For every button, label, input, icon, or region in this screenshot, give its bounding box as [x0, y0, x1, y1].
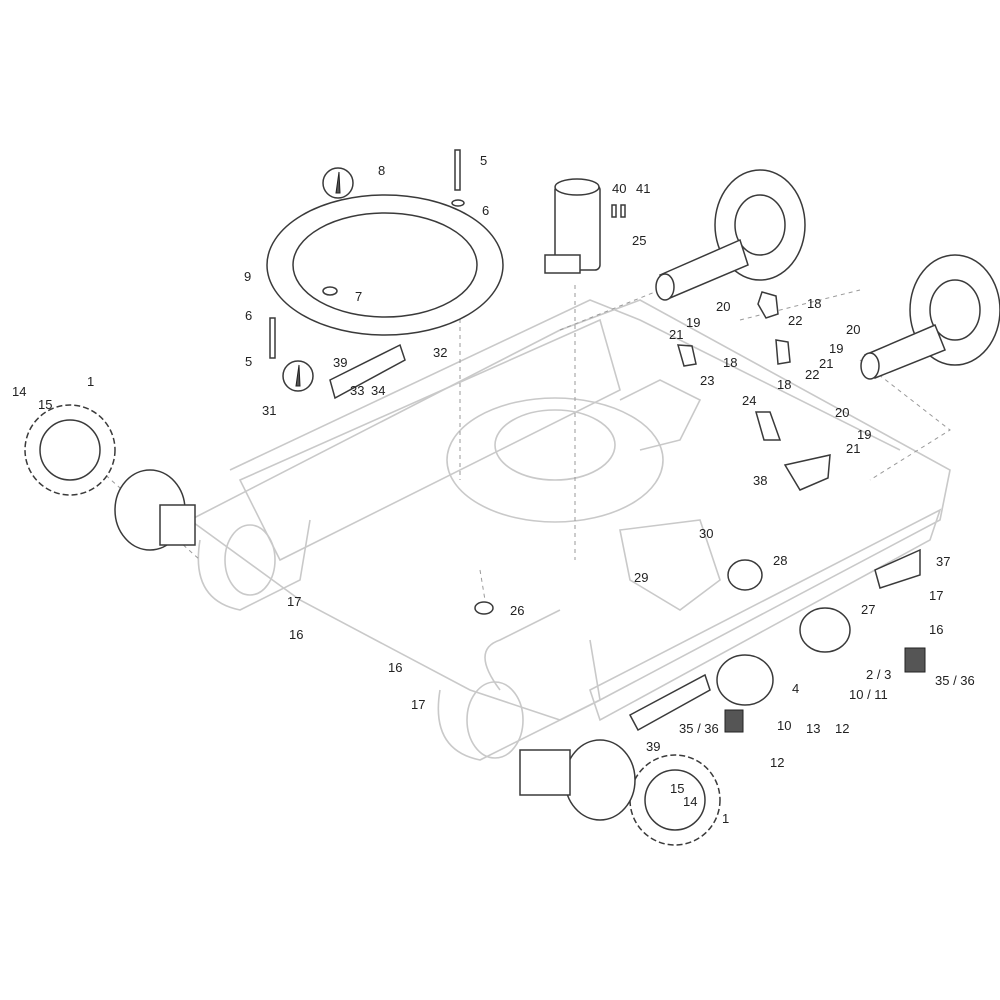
callout-40: 40: [612, 181, 626, 196]
callout-29: 29: [634, 570, 648, 585]
callout-5: 5: [480, 153, 487, 168]
callout-19: 19: [829, 341, 843, 356]
callout-27: 27: [861, 602, 875, 617]
callout-1: 1: [722, 811, 729, 826]
callout-4: 4: [792, 681, 799, 696]
sprocket-left: [24, 404, 116, 496]
callout-17: 17: [929, 588, 943, 603]
callout-25: 25: [632, 233, 646, 248]
travel-motor-right: [519, 739, 636, 821]
swivel-joint: [544, 178, 601, 274]
callout-22: 22: [805, 367, 819, 382]
callout-16: 16: [929, 622, 943, 637]
callout-14: 14: [12, 384, 26, 399]
callout-31: 31: [262, 403, 276, 418]
callout-39: 39: [646, 739, 660, 754]
callout-34: 34: [371, 383, 385, 398]
callout-6: 6: [245, 308, 252, 323]
callout-12: 12: [770, 755, 784, 770]
callout-20: 20: [716, 299, 730, 314]
callout-13: 13: [806, 721, 820, 736]
callout-17: 17: [411, 697, 425, 712]
callout-22: 22: [788, 313, 802, 328]
callout-28: 28: [773, 553, 787, 568]
callout-16: 16: [388, 660, 402, 675]
callout-23: 23: [700, 373, 714, 388]
callout-6: 6: [482, 203, 489, 218]
callout-18: 18: [777, 377, 791, 392]
callout-16: 16: [289, 627, 303, 642]
callout-18: 18: [807, 296, 821, 311]
sprocket-right: [629, 754, 721, 846]
callout-12: 12: [835, 721, 849, 736]
callout-17: 17: [287, 594, 301, 609]
callout-37: 37: [936, 554, 950, 569]
callout-3536: 35 / 36: [679, 721, 719, 736]
callout-7: 7: [355, 289, 362, 304]
callout-19: 19: [857, 427, 871, 442]
rollers: [474, 559, 926, 733]
brackets: [329, 291, 921, 732]
callout-20: 20: [835, 405, 849, 420]
callout-10: 10: [777, 718, 791, 733]
callout-21: 21: [819, 356, 833, 371]
idler-assembly: [655, 169, 1000, 380]
undercarriage-frame: [188, 299, 951, 761]
callout-19: 19: [686, 315, 700, 330]
callout-21: 21: [846, 441, 860, 456]
callout-1: 1: [87, 374, 94, 389]
bolts: [269, 149, 626, 359]
callout-5: 5: [245, 354, 252, 369]
grease-icon: [282, 167, 354, 392]
callout-32: 32: [433, 345, 447, 360]
callout-30: 30: [699, 526, 713, 541]
callout-38: 38: [753, 473, 767, 488]
callout-15: 15: [670, 781, 684, 796]
callout-26: 26: [510, 603, 524, 618]
callout-41: 41: [636, 181, 650, 196]
callout-23: 2 / 3: [866, 667, 891, 682]
callout-15: 15: [38, 397, 52, 412]
callout-24: 24: [742, 393, 756, 408]
callout-20: 20: [846, 322, 860, 337]
callout-9: 9: [244, 269, 251, 284]
callout-8: 8: [378, 163, 385, 178]
assembly-lines: [99, 215, 951, 811]
callout-21: 21: [669, 327, 683, 342]
callout-39: 39: [333, 355, 347, 370]
callout-1011: 10 / 11: [849, 687, 888, 702]
callout-3536: 35 / 36: [935, 673, 975, 688]
callout-14: 14: [683, 794, 697, 809]
callout-18: 18: [723, 355, 737, 370]
travel-motor-left: [114, 469, 196, 551]
callout-33: 33: [350, 383, 364, 398]
slewing-ring: [266, 194, 504, 336]
